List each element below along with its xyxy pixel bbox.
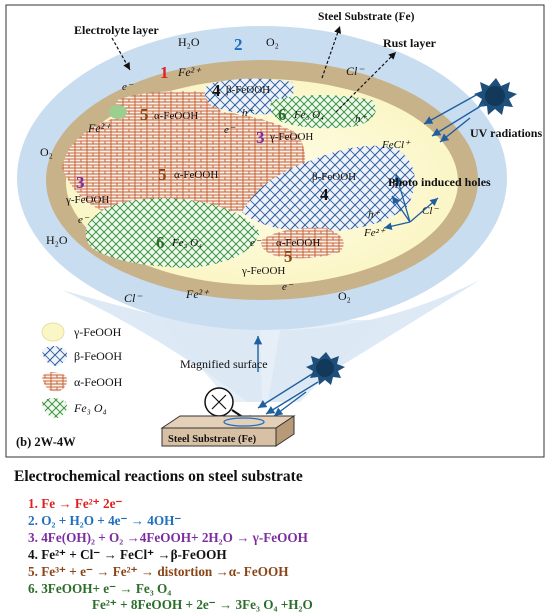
label-e-inner: e⁻ bbox=[224, 124, 236, 136]
legend-label-fe3o4: Fe₃ O₄ bbox=[73, 401, 107, 415]
label-o2-bottom: O₂ bbox=[338, 289, 351, 303]
label-e-left: e⁻ bbox=[78, 214, 90, 226]
label-photo-induced-holes: Photo induced holes bbox=[388, 175, 491, 189]
label-fe2-bottom: Fe²⁺ bbox=[185, 287, 210, 301]
label-gamma-center: γ-FeOOH bbox=[269, 131, 313, 143]
number-5-center: 5 bbox=[158, 165, 167, 184]
label-beta-right: β-FeOOH bbox=[312, 171, 356, 183]
number-4-right: 4 bbox=[320, 185, 329, 204]
arrow-steel-substrate bbox=[321, 25, 342, 79]
reaction-1: 1. Fe → Fe²⁺ 2e⁻ bbox=[28, 496, 123, 511]
arrow-electrolyte bbox=[111, 37, 131, 71]
label-gamma-bottom: γ-FeOOH bbox=[241, 265, 285, 277]
label-steel-substrate-block: Steel Substrate (Fe) bbox=[168, 434, 257, 445]
label-h2o-left: H₂O bbox=[46, 233, 68, 247]
number-5-top: 5 bbox=[140, 105, 149, 124]
label-o2-top: O₂ bbox=[266, 35, 279, 49]
label-fe3o4-bottom: Fe₃ O₄ bbox=[171, 237, 202, 249]
fe3o4-dot bbox=[109, 105, 127, 119]
corrosion-diagram: 1 Fe²⁺ 2 H₂O O₂ Cl⁻ e⁻ Fe²⁺ O₂ H₂O Cl⁻ F… bbox=[5, 4, 545, 458]
label-alpha-center: α-FeOOH bbox=[174, 169, 218, 181]
alpha-feooh-patch-large bbox=[62, 109, 306, 222]
uv-arrows-top bbox=[423, 93, 485, 143]
label-o2-left: O₂ bbox=[40, 145, 53, 159]
legend: γ-FeOOH β-FeOOH α-FeOOH Fe₃ O₄ bbox=[41, 322, 123, 418]
beta-feooh-patch-right bbox=[242, 145, 415, 232]
number-4-top: 4 bbox=[212, 81, 221, 100]
label-h2o-top: H₂O bbox=[178, 35, 200, 49]
label-steel-substrate-top: Steel Substrate (Fe) bbox=[318, 11, 415, 23]
label-uv-radiations: UV radiations bbox=[470, 126, 542, 140]
number-3-center: 3 bbox=[256, 128, 265, 147]
label-fecl: FeCl⁺ bbox=[381, 139, 411, 151]
fe3o4-patch-bottom bbox=[85, 198, 260, 268]
reaction-6: 6. 3FeOOH+ e⁻ → Fe₃ O₄ bbox=[28, 581, 172, 596]
sun-icon bbox=[474, 78, 517, 115]
panel-label: (b) 2W-4W bbox=[16, 435, 76, 449]
arrow-rust-layer bbox=[335, 51, 397, 113]
label-e-bottom-inner: e⁻ bbox=[250, 237, 262, 249]
legend-swatch-alpha bbox=[42, 372, 67, 392]
fe3o4-patch-top bbox=[270, 95, 376, 129]
reaction-2: 2. O₂ + H₂O + 4e⁻ → 4OH⁻ bbox=[28, 513, 182, 528]
number-6-top: 6 bbox=[278, 105, 287, 124]
label-fe2-top: Fe²⁺ bbox=[177, 65, 202, 79]
label-hplus-low: h⁺ bbox=[368, 209, 381, 221]
number-6-bottom: 6 bbox=[156, 233, 165, 252]
label-hplus-top: h⁺ bbox=[242, 107, 255, 119]
sun-icon-bottom bbox=[306, 352, 345, 385]
reaction-5: 5. Fe³⁺ + e⁻ → Fe²⁺ → distortion →α- FeO… bbox=[28, 564, 289, 579]
label-electrolyte-layer: Electrolyte layer bbox=[74, 23, 159, 37]
label-e-top: e⁻ bbox=[122, 81, 134, 93]
label-alpha-bottom: α-FeOOH bbox=[276, 237, 320, 249]
label-rust-layer: Rust layer bbox=[383, 36, 437, 50]
label-beta-top: β-FeOOH bbox=[226, 84, 270, 96]
number-5-bottom: 5 bbox=[284, 247, 293, 266]
magnifier-cone-center bbox=[160, 320, 380, 402]
legend-label-beta: β-FeOOH bbox=[74, 349, 122, 363]
legend-swatch-fe3o4 bbox=[42, 398, 67, 418]
label-cl-top: Cl⁻ bbox=[346, 64, 365, 78]
legend-label-alpha: α-FeOOH bbox=[74, 375, 123, 389]
reaction-3: 3. 4Fe(OH)₂ + O₂ →4FeOOH+ 2H₂O → γ-FeOOH bbox=[28, 530, 308, 545]
label-fe2-left: Fe²⁺ bbox=[87, 121, 112, 135]
legend-swatch-gamma bbox=[41, 322, 65, 342]
photo-hole-arrows bbox=[383, 173, 439, 231]
reaction-4: 4. Fe²⁺ + Cl⁻ → FeCl⁺ →β-FeOOH bbox=[28, 547, 227, 562]
reactions-title: Electrochemical reactions on steel subst… bbox=[14, 468, 303, 485]
number-2: 2 bbox=[234, 35, 243, 54]
legend-label-gamma: γ-FeOOH bbox=[73, 325, 122, 339]
label-fe3o4-top: Fe₃ O₄ bbox=[293, 109, 324, 121]
label-magnified-surface: Magnified surface bbox=[180, 357, 268, 371]
reactions-section: Electrochemical reactions on steel subst… bbox=[0, 462, 550, 615]
steel-substrate-block bbox=[160, 415, 296, 447]
legend-swatch-beta bbox=[42, 346, 67, 366]
label-cl-bottom: Cl⁻ bbox=[124, 291, 143, 305]
reaction-6b: Fe²⁺ + 8FeOOH + 2e⁻ → 3Fe₃ O₄ +H₂O bbox=[92, 597, 313, 612]
number-3-left: 3 bbox=[76, 173, 85, 192]
label-hplus-right: h⁺ bbox=[355, 113, 368, 125]
label-alpha-top: α-FeOOH bbox=[154, 110, 198, 122]
alpha-feooh-patch-bottom bbox=[261, 227, 344, 259]
alpha-feooh-patch-top bbox=[115, 91, 222, 129]
number-1: 1 bbox=[160, 63, 169, 82]
label-e-bottom: e⁻ bbox=[282, 281, 294, 293]
label-cl-right: Cl⁻ bbox=[422, 205, 439, 217]
label-gamma-left: γ-FeOOH bbox=[65, 194, 109, 206]
uv-arrows-bottom bbox=[257, 373, 319, 417]
label-fe2-right: Fe²⁺ bbox=[363, 227, 386, 239]
